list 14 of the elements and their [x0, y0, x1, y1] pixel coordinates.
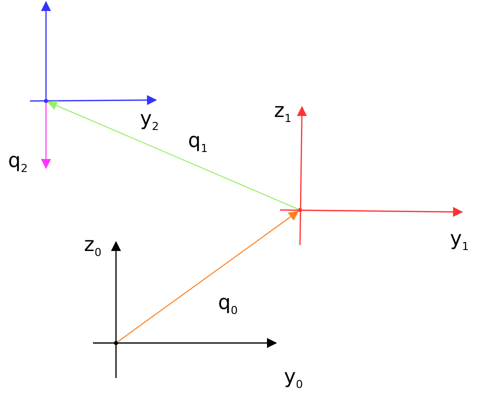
- axis-label: y$_{0}$: [284, 366, 303, 390]
- axis-label: z$_{0}$: [84, 234, 102, 258]
- vector-arrow: [118, 210, 299, 342]
- frame-origin: [114, 341, 118, 345]
- frame-origin: [44, 99, 48, 103]
- vector-label: q$_{1}$: [188, 130, 208, 154]
- vector-label: q$_{0}$: [218, 292, 238, 316]
- axis-label: y$_{1}$: [450, 228, 469, 252]
- axis-label: y$_{2}$: [140, 108, 159, 132]
- vector-arrow: [41, 102, 51, 169]
- frame-origin: [298, 208, 302, 212]
- vector-arrow: [47, 100, 298, 210]
- vector-label: q$_{2}$: [8, 150, 28, 174]
- axis-label: z$_{1}$: [274, 100, 292, 124]
